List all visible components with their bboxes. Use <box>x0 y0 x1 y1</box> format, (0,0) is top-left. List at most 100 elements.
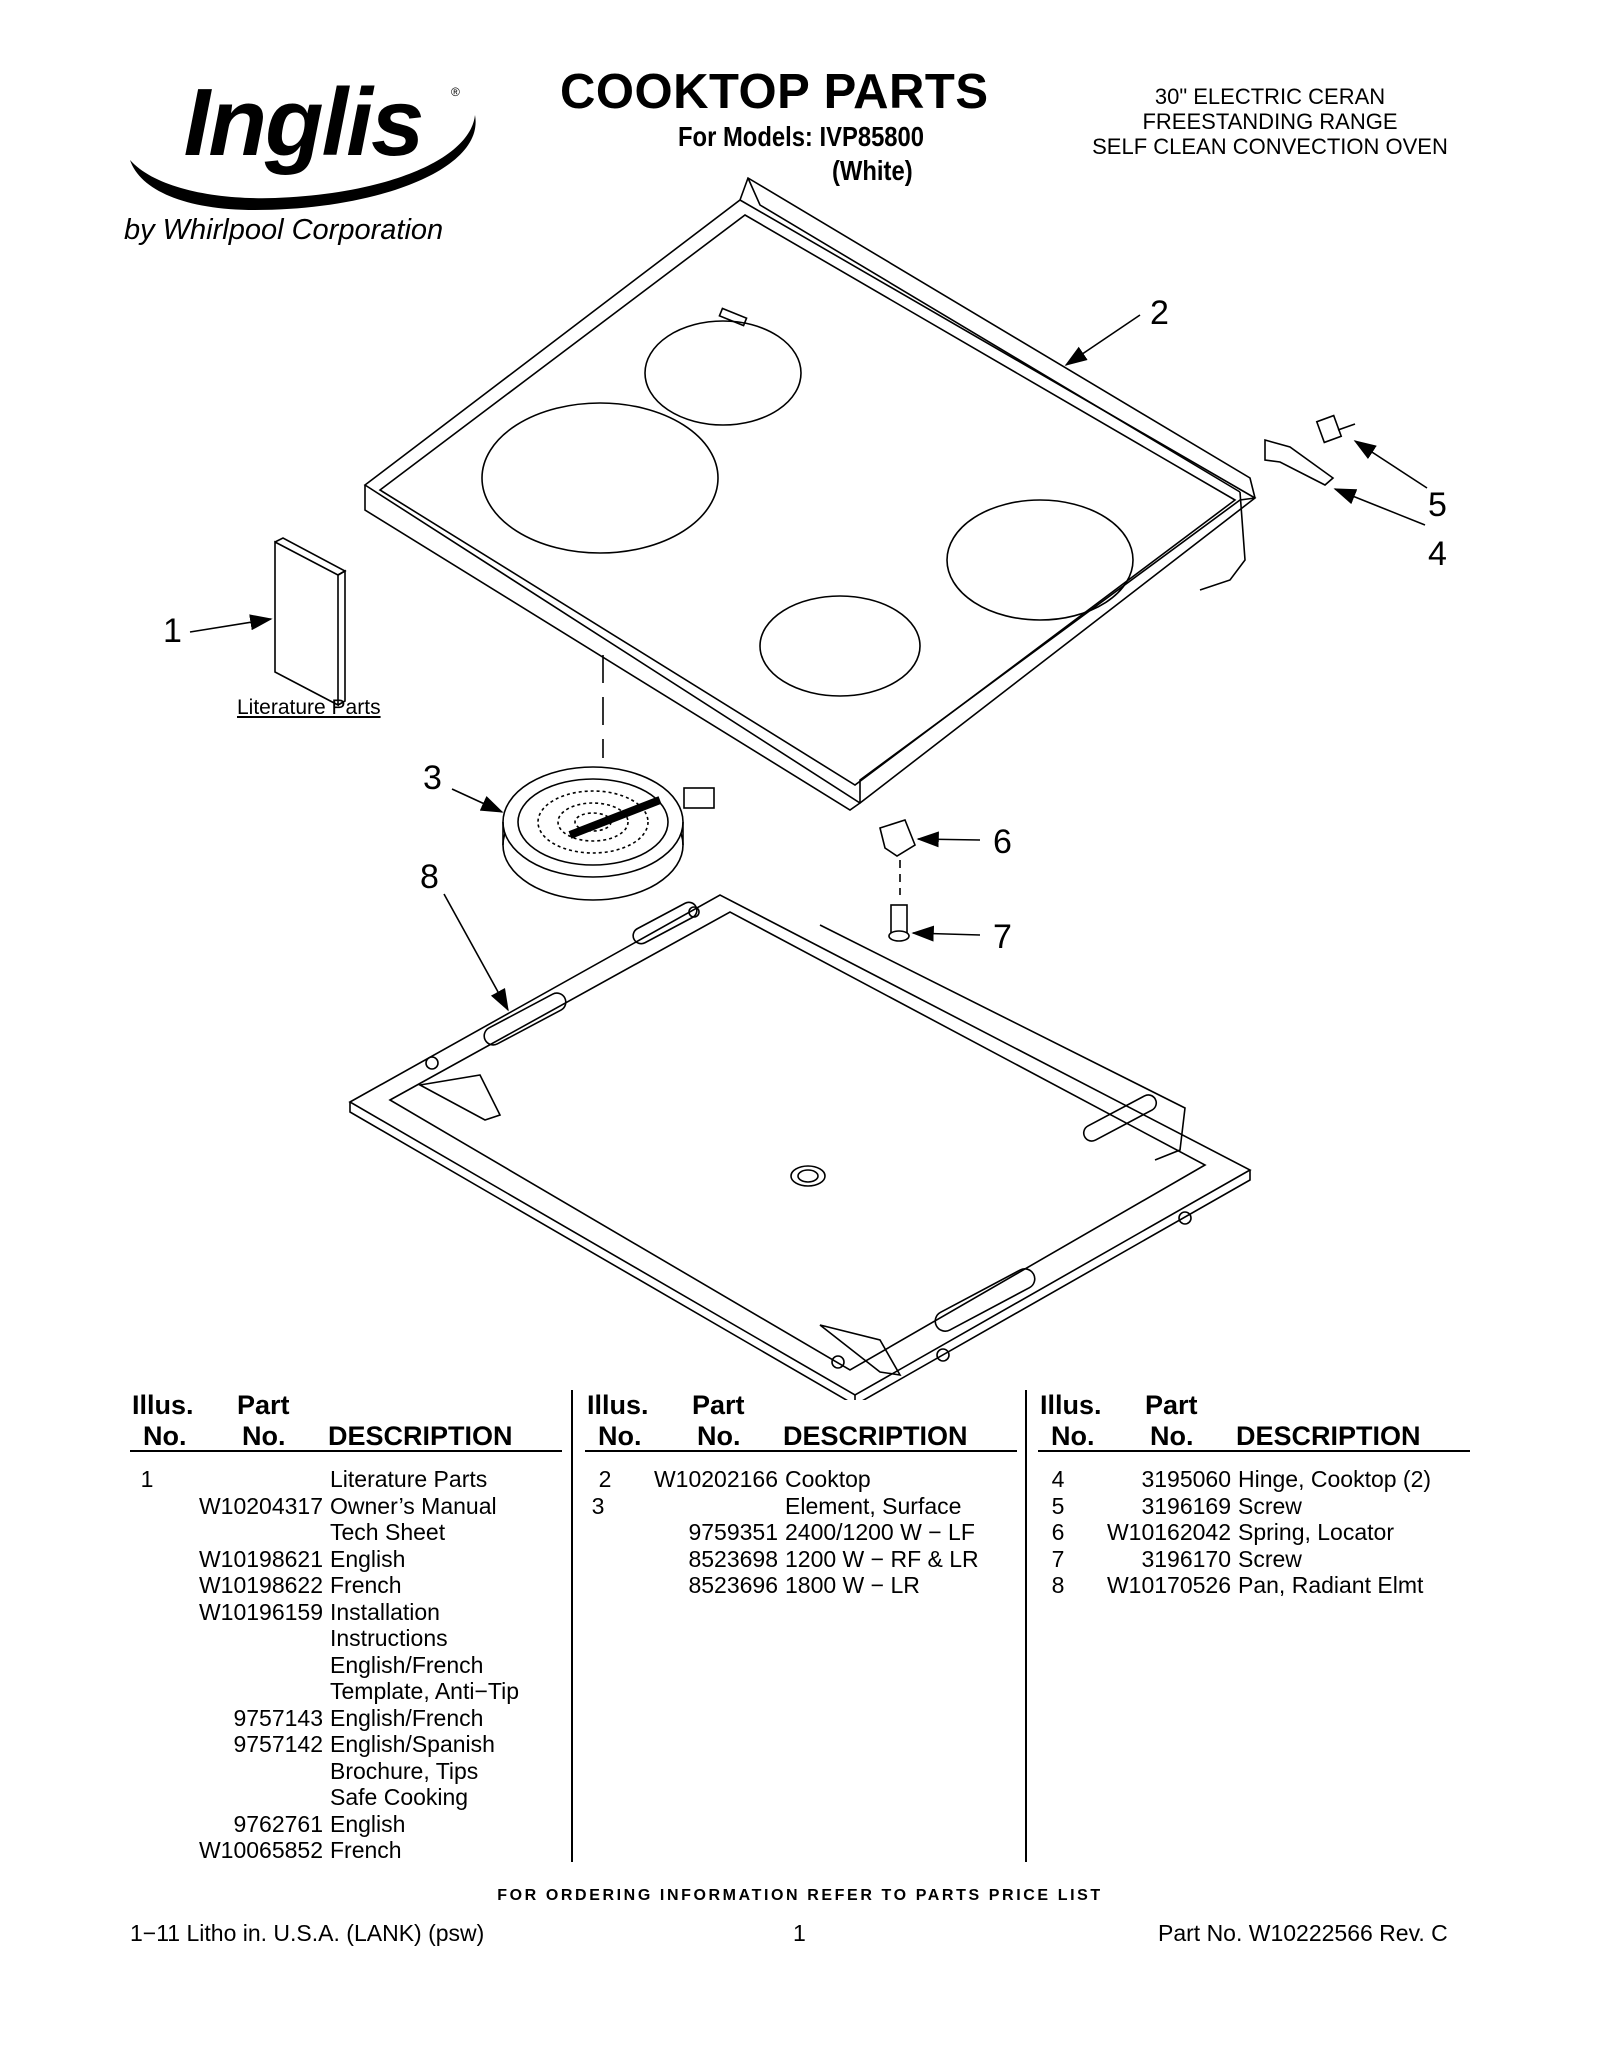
description: English/Spanish <box>330 1731 495 1757</box>
description: Spring, Locator <box>1238 1519 1394 1545</box>
subtitle-line: SELF CLEAN CONVECTION OVEN <box>1092 134 1448 159</box>
illus-no: 2 <box>598 1466 612 1492</box>
description: Screw <box>1238 1492 1302 1519</box>
part-no: 9762761 <box>233 1810 323 1837</box>
column-divider <box>571 1390 573 1862</box>
exploded-diagram: 1 2 3 4 5 6 7 8 Literature Parts <box>163 176 1447 1400</box>
subtitle-line: 30" ELECTRIC CERAN <box>1154 84 1386 109</box>
part-no: W10170526 <box>1106 1572 1231 1598</box>
callout-1: 1 <box>163 612 182 650</box>
footer-part-number: Part No. W10222566 Rev. C <box>1158 1920 1448 1946</box>
literature-booklet-drawing <box>274 537 347 707</box>
description: 1800 W − LR <box>785 1572 920 1598</box>
table-row: 8 W10170526 Pan, Radiant Elmt <box>1038 1572 1470 1599</box>
models-line: For Models: IVP85800 <box>678 121 925 152</box>
part-no: 9759351 <box>688 1519 778 1545</box>
description: English/French <box>330 1704 484 1731</box>
illus-no: 4 <box>1051 1466 1065 1492</box>
ordering-note: FOR ORDERING INFORMATION REFER TO PARTS … <box>497 1887 1103 1904</box>
description: French <box>330 1837 402 1863</box>
part-no: 9757143 <box>233 1704 323 1731</box>
header-illus-no: No. <box>598 1421 642 1451</box>
part-no: W10162042 <box>1106 1519 1231 1545</box>
description: 2400/1200 W − LF <box>785 1519 975 1545</box>
table-row: Tech Sheet <box>130 1519 562 1546</box>
table-row: English/French <box>130 1652 562 1679</box>
callout-7: 7 <box>993 918 1012 956</box>
byline: by Whirlpool Corporation <box>124 214 444 246</box>
callout-6: 6 <box>993 823 1012 861</box>
header-part: Part <box>237 1390 290 1420</box>
description: Safe Cooking <box>330 1784 469 1810</box>
table-header: Illus. No. Part No. DESCRIPTION <box>585 1390 1017 1452</box>
illus-no: 7 <box>1051 1545 1065 1572</box>
header-part-no: No. <box>1150 1421 1194 1451</box>
table-row: 8523698 1200 W − RF & LR <box>585 1546 1017 1573</box>
table-row: 2 W10202166 Cooktop <box>585 1466 1017 1493</box>
description: English <box>330 1810 406 1837</box>
inglis-logo: Inglis ® <box>125 60 495 260</box>
header-illus-no: No. <box>143 1421 187 1451</box>
part-no: 8523696 <box>688 1572 778 1598</box>
callout-8: 8 <box>420 858 439 896</box>
cooktop-drawing <box>363 176 1257 811</box>
description: Instructions <box>330 1625 448 1651</box>
title-block: COOKTOP PARTS For Models: IVP85800 (Whit… <box>560 64 1000 188</box>
table-row: 9757143 English/French <box>130 1705 562 1732</box>
part-no: W10202166 <box>653 1466 778 1492</box>
callout-4: 4 <box>1428 535 1447 573</box>
part-no: W10196159 <box>198 1598 323 1625</box>
svg-text:Inglis: Inglis <box>184 69 423 176</box>
description: Screw <box>1238 1545 1302 1572</box>
description: Tech Sheet <box>330 1519 446 1545</box>
part-no: 3196170 <box>1141 1545 1231 1572</box>
header-illus: Illus. <box>1040 1390 1102 1420</box>
table-row: 8523696 1800 W − LR <box>585 1572 1017 1599</box>
column-divider <box>1025 1390 1027 1862</box>
callout-3: 3 <box>423 759 442 797</box>
table-row: W10198622 French <box>130 1572 562 1599</box>
part-no: 8523698 <box>688 1545 778 1572</box>
table-row: Instructions <box>130 1625 562 1652</box>
header-illus: Illus. <box>132 1390 194 1420</box>
header-description: DESCRIPTION <box>1236 1421 1421 1451</box>
header-illus: Illus. <box>587 1390 649 1420</box>
table-row: 6 W10162042 Spring, Locator <box>1038 1519 1470 1546</box>
header-illus-no: No. <box>1051 1421 1095 1451</box>
subtitle-line: FREESTANDING RANGE <box>1142 109 1398 134</box>
callout-5: 5 <box>1428 486 1447 524</box>
part-no: W10204317 <box>198 1492 323 1519</box>
description: 1200 W − RF & LR <box>785 1545 979 1572</box>
page-title: COOKTOP PARTS <box>560 65 989 119</box>
illus-no: 8 <box>1051 1572 1065 1598</box>
header-part: Part <box>1145 1390 1198 1420</box>
illus-no: 1 <box>140 1466 154 1492</box>
description: English <box>330 1545 406 1572</box>
part-no: W10198622 <box>198 1572 323 1598</box>
header-description: DESCRIPTION <box>328 1421 513 1451</box>
spring-screw-drawing <box>879 819 916 942</box>
table-row: Brochure, Tips <box>130 1758 562 1785</box>
part-no: 3195060 <box>1141 1466 1231 1492</box>
illus-no: 6 <box>1051 1519 1065 1545</box>
table-header: Illus. No. Part No. DESCRIPTION <box>130 1390 562 1452</box>
description: Pan, Radiant Elmt <box>1238 1572 1424 1598</box>
description: Template, Anti−Tip <box>330 1678 519 1704</box>
header-part-no: No. <box>242 1421 286 1451</box>
color-line: (White) <box>832 155 913 186</box>
inglis-logo-mark: Inglis ® <box>130 69 476 210</box>
description: Cooktop <box>785 1466 871 1492</box>
description: French <box>330 1572 402 1598</box>
description: Hinge, Cooktop (2) <box>1238 1466 1432 1492</box>
product-subtitle: 30" ELECTRIC CERAN FREESTANDING RANGE SE… <box>1070 84 1470 159</box>
part-no: 3196169 <box>1141 1492 1231 1519</box>
